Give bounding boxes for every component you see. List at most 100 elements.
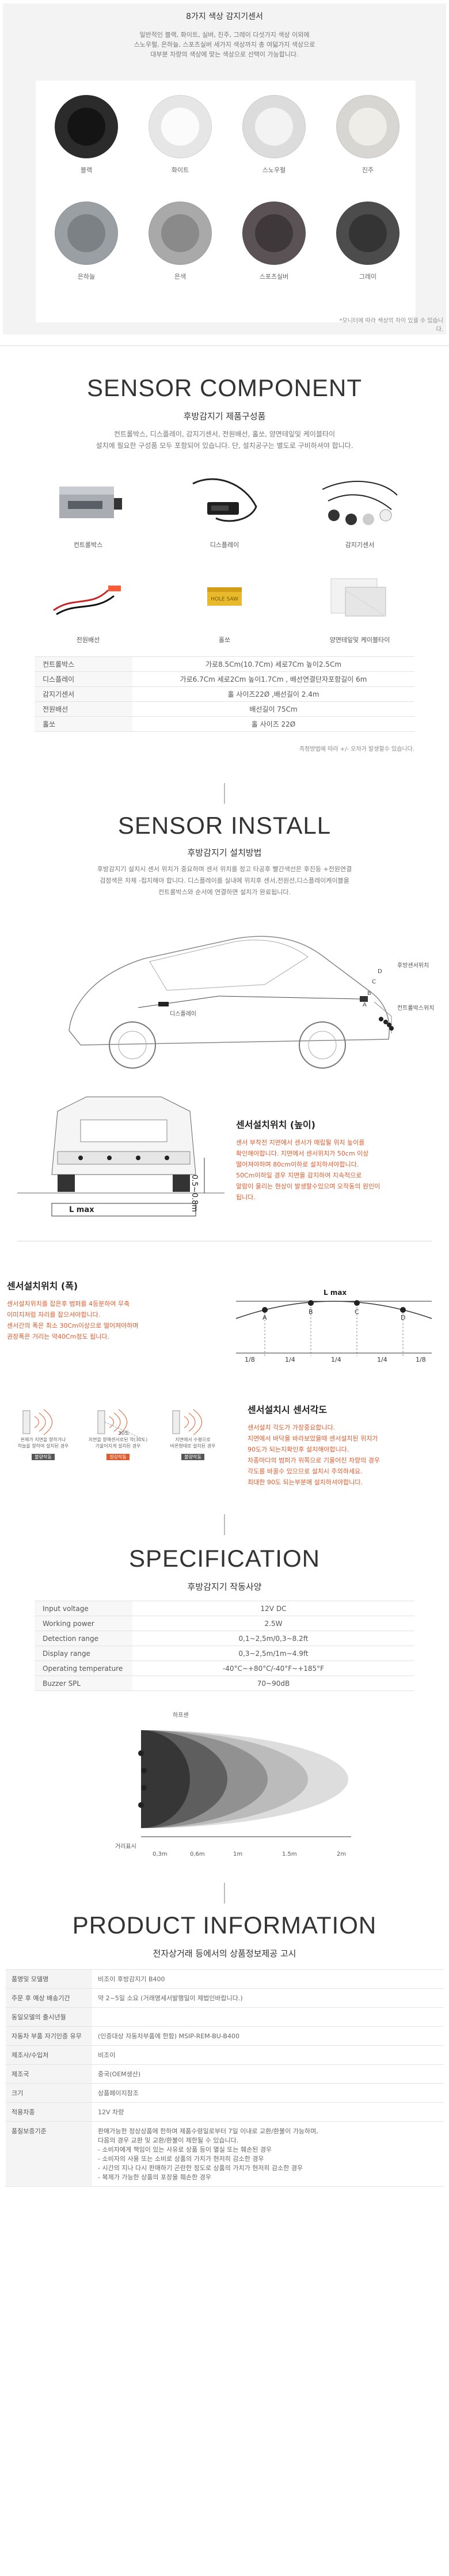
width-point-a: A — [262, 1314, 267, 1321]
color-swatch — [55, 95, 118, 158]
component-description: 컨트롤박스, 디스플레이, 감지기센서, 전원배선, 홀쏘, 양면테잎및 케이블… — [96, 430, 353, 450]
angle-text: 센서설치 각도가 가장중요합니다. 지면에서 바닥을 바라보았을때 센서설치된 … — [248, 1424, 380, 1486]
color-swatch-label: 은색 — [174, 273, 187, 280]
range-bottom-label: 거리표시 — [115, 1844, 136, 1850]
colors-title: 8가지 색상 감지기센서 — [186, 12, 263, 21]
info-table-row: 동일모델의 출시년월 — [6, 2007, 443, 2027]
table-value: 12V DC — [132, 1601, 414, 1616]
swatch-inner — [161, 214, 199, 252]
table-key: Working power — [35, 1616, 132, 1631]
product-label-control-box: 컨트롤박스 — [73, 541, 103, 549]
car-label-sensor: 후방센서위치 — [397, 963, 429, 969]
color-swatch-label: 블랙 — [80, 166, 93, 174]
product-label-hole-saw: 홀쏘 — [218, 636, 231, 644]
product-image-display — [181, 466, 268, 535]
spec-title: SPECIFICATION — [129, 1545, 320, 1572]
colors-note: *모니터에 따라 색상의 차이 있을 수 있습니다. — [339, 318, 443, 333]
table-value: 70~90dB — [132, 1675, 414, 1691]
width-text: 센서설치위치를 잡은후 범퍼를 4등분하여 무축 이미지처럼 자리를 잡으셔야합… — [7, 1300, 139, 1340]
table-value: 홀 사이즈22Ø ,배선길이 2.4m — [132, 686, 414, 702]
table-key: 품명및 모델명 — [6, 1969, 92, 1989]
table-value: 12V 차량 — [92, 2102, 443, 2122]
table-value: (인증대상 자동차부품에 한함) MSIP-REM-BU-B400 — [92, 2026, 443, 2046]
angle-caption-3: 지면에서 수평으로 바른형태로 설치된 경우 — [170, 1437, 216, 1449]
table-key: 제조사/수입처 — [6, 2045, 92, 2065]
table-value: 약 2~5일 소요 (거래명세서발행일이 제법인바랍니다.) — [92, 1988, 443, 2008]
swatch-inner — [67, 214, 105, 252]
product-image-control-box — [45, 466, 131, 535]
info-table-row: 자동차 부품 자기인증 유무(인증대상 자동차부품에 한함) MSIP-REM-… — [6, 2026, 443, 2046]
angle-badge-1: 불량작동 — [32, 1454, 55, 1460]
table-key: Buzzer SPL — [35, 1675, 132, 1691]
product-image-hole-saw: HOLE SAW — [181, 561, 268, 630]
color-swatch — [336, 95, 399, 158]
angle-caption-1: 본체가 지면을 향하거나 하늘을 향하여 설치된 경우 — [17, 1437, 69, 1449]
color-swatch-label: 화이트 — [171, 166, 189, 174]
info-subtitle: 전자상거래 등에서의 상품정보제공 고시 — [153, 1948, 296, 1959]
table-value: 2.5W — [132, 1616, 414, 1631]
color-swatch-label: 진주 — [362, 166, 374, 174]
range-distance-1: 0,3m — [153, 1851, 168, 1857]
component-title: SENSOR COMPONENT — [86, 374, 363, 401]
table-key: 전원배선 — [35, 701, 132, 717]
component-subtitle: 후방감지기 제품구성품 — [183, 411, 266, 421]
swatch-inner — [349, 108, 387, 146]
range-distance-4: 1.5m — [282, 1851, 297, 1857]
color-swatch — [55, 202, 118, 265]
width-point-b: B — [309, 1308, 313, 1316]
table-value: 0,3~2,5m/1m~4.9ft — [132, 1646, 414, 1661]
table-value: 배선길이 75Cm — [132, 701, 414, 717]
height-lmax-label: L max — [69, 1206, 94, 1214]
swatch-inner — [349, 214, 387, 252]
section-bar — [224, 1883, 225, 1903]
swatch-inner — [67, 108, 105, 146]
color-swatch-label: 그레이 — [359, 273, 377, 280]
swatch-inner — [255, 108, 293, 146]
range-mask — [86, 1713, 141, 1857]
spec-table-row: Operating temperature-40°C~+80°C/-40°F~+… — [35, 1661, 414, 1676]
table-key: 제조국 — [6, 2064, 92, 2084]
color-swatch — [242, 202, 306, 265]
product-label-power-cable: 전원배선 — [76, 636, 100, 644]
width-fraction-3: 1/4 — [331, 1356, 341, 1363]
install-description: 후방감지기 설치시 센서 위치가 중요하며 센서 위치를 정고 타공후 빨간색선… — [97, 865, 352, 896]
width-fraction-2: 1/4 — [285, 1356, 295, 1363]
table-key: Operating temperature — [35, 1661, 132, 1676]
range-distance-5: 2m — [337, 1851, 347, 1857]
install-subtitle: 후방감지기 설치방법 — [187, 848, 262, 858]
table-value: -40°C~+80°C/-40°F~+185°F — [132, 1661, 414, 1676]
swatch-inner — [161, 108, 199, 146]
width-point-d: D — [401, 1314, 406, 1321]
product-image-tape-ties — [311, 561, 409, 630]
product-label-tape-ties: 양면테잎및 케이블타이 — [329, 636, 390, 644]
width-point-c: C — [355, 1308, 359, 1316]
spec-subtitle: 후방감지기 작동사양 — [187, 1582, 262, 1592]
table-key: Display range — [35, 1646, 132, 1661]
info-title: PRODUCT INFORMATION — [72, 1912, 377, 1939]
angle-badge-2: 정상작동 — [106, 1454, 130, 1460]
color-swatch — [242, 95, 306, 158]
height-heading: 센서설치위치 (높이) — [236, 1119, 315, 1130]
table-key: 감지기센서 — [35, 686, 132, 702]
colors-description: 일반적인 블랙, 화이트, 실버, 진주, 그레이 다섯가지 색상 이외에 스노… — [134, 31, 315, 58]
table-key: 품질보증기준 — [6, 2121, 92, 2187]
table-key: 크기 — [6, 2083, 92, 2103]
section-bar — [224, 1514, 225, 1535]
swatch-inner — [255, 214, 293, 252]
product-image-power-cable — [45, 561, 131, 630]
car-label-control: 컨트롤박스위치 — [397, 1005, 435, 1012]
width-heading: 센서설치위치 (폭) — [7, 1281, 78, 1291]
detection-range-diagram — [0, 1713, 374, 1857]
table-key: Detection range — [35, 1631, 132, 1646]
car-label-b: B — [367, 990, 371, 997]
width-fraction-1: 1/8 — [245, 1356, 255, 1363]
height-diagram — [17, 1088, 224, 1226]
